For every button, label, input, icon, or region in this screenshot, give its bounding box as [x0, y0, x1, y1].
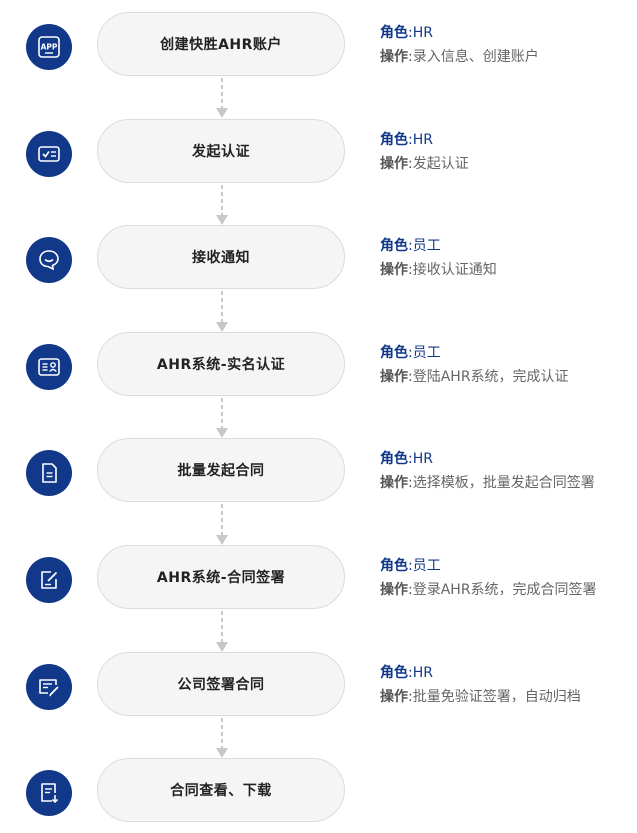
role-line: 角色:HR — [380, 132, 433, 148]
operation-line: 操作:录入信息、创建账户 — [380, 49, 539, 65]
checklist-icon — [26, 131, 72, 177]
operation-line: 操作:接收认证通知 — [380, 262, 497, 278]
flow-arrow — [216, 718, 228, 758]
flow-arrow — [216, 78, 228, 118]
step-title: 发起认证 — [97, 119, 345, 183]
flow-step-5: 批量发起合同 角色:HR 操作:选择模板，批量发起合同签署 — [0, 438, 637, 504]
flow-step-3: 接收通知 角色:员工 操作:接收认证通知 — [0, 225, 637, 291]
step-info: 角色:HR 操作:录入信息、创建账户 — [380, 21, 630, 69]
flow-arrow — [216, 398, 228, 438]
role-line: 角色:HR — [380, 451, 433, 467]
operation-line: 操作:登陆AHR系统，完成认证 — [380, 369, 569, 385]
flow-arrow — [216, 291, 228, 332]
step-title: AHR系统-合同签署 — [97, 545, 345, 609]
download-document-icon — [26, 770, 72, 816]
operation-line: 操作:登录AHR系统，完成合同签署 — [380, 582, 597, 598]
operation-line: 操作:选择模板，批量发起合同签署 — [380, 475, 595, 491]
role-line: 角色:员工 — [380, 558, 441, 574]
role-line: 角色:员工 — [380, 238, 441, 254]
operation-line: 操作:批量免验证签署，自动归档 — [380, 689, 581, 705]
document-icon — [26, 450, 72, 496]
flow-arrow — [216, 504, 228, 545]
svg-text:APP: APP — [41, 43, 58, 52]
flow-arrow — [216, 611, 228, 652]
step-info: 角色:HR 操作:批量免验证签署，自动归档 — [380, 661, 630, 709]
step-title: 公司签署合同 — [97, 652, 345, 716]
role-line: 角色:HR — [380, 665, 433, 681]
flow-step-2: 发起认证 角色:HR 操作:发起认证 — [0, 119, 637, 185]
id-card-icon — [26, 344, 72, 390]
flow-step-4: AHR系统-实名认证 角色:员工 操作:登陆AHR系统，完成认证 — [0, 332, 637, 398]
step-info: 角色:HR 操作:发起认证 — [380, 128, 630, 176]
operation-line: 操作:发起认证 — [380, 156, 469, 172]
sign-card-icon — [26, 664, 72, 710]
role-line: 角色:员工 — [380, 345, 441, 361]
step-info: 角色:员工 操作:接收认证通知 — [380, 234, 630, 282]
step-title: 创建快胜AHR账户 — [97, 12, 345, 76]
step-info: 角色:HR 操作:选择模板，批量发起合同签署 — [380, 447, 630, 495]
flow-arrow — [216, 185, 228, 225]
flow-step-6: AHR系统-合同签署 角色:员工 操作:登录AHR系统，完成合同签署 — [0, 545, 637, 611]
step-title: 批量发起合同 — [97, 438, 345, 502]
edit-document-icon — [26, 557, 72, 603]
flow-step-8: 合同查看、下载 — [0, 758, 637, 824]
step-info: 角色:员工 操作:登陆AHR系统，完成认证 — [380, 341, 630, 389]
flow-step-7: 公司签署合同 角色:HR 操作:批量免验证签署，自动归档 — [0, 652, 637, 718]
step-title: AHR系统-实名认证 — [97, 332, 345, 396]
step-title: 合同查看、下载 — [97, 758, 345, 822]
app-icon: APP — [26, 24, 72, 70]
step-info: 角色:员工 操作:登录AHR系统，完成合同签署 — [380, 554, 630, 602]
flow-step-1: APP 创建快胜AHR账户 角色:HR 操作:录入信息、创建账户 — [0, 12, 637, 78]
role-line: 角色:HR — [380, 25, 433, 41]
step-title: 接收通知 — [97, 225, 345, 289]
chat-bubble-icon — [26, 237, 72, 283]
